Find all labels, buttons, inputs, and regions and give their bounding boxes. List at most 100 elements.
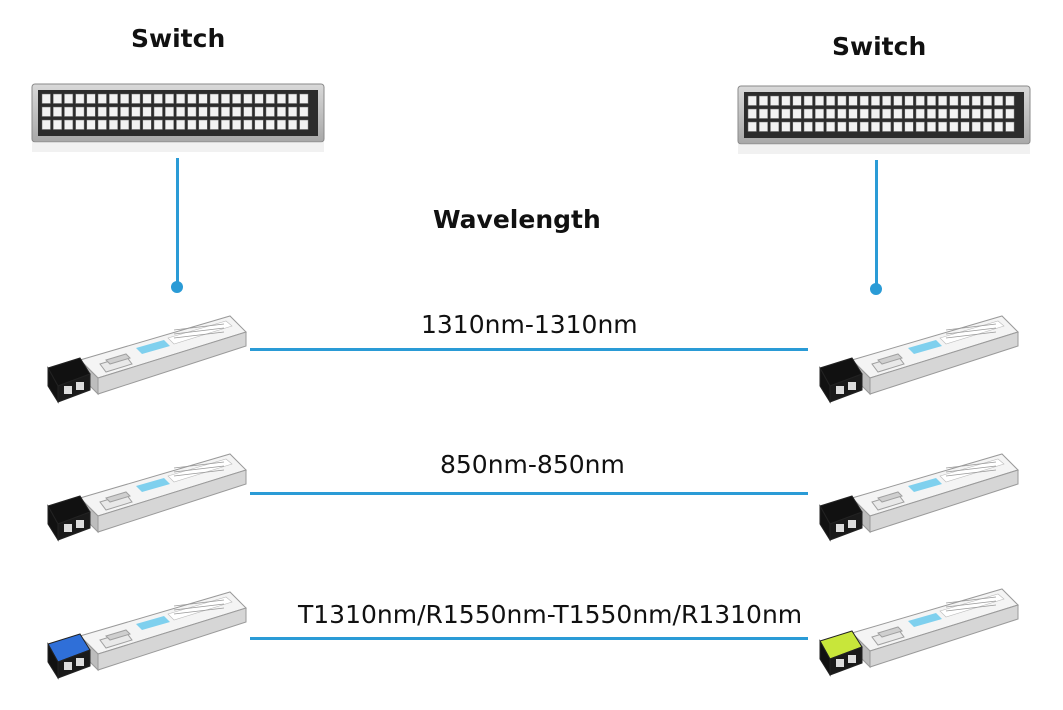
switch-port: [994, 121, 1004, 132]
switch-port: [254, 119, 264, 130]
switch-port: [971, 95, 981, 106]
fiber-link-850: [250, 492, 808, 495]
switch-port: [770, 121, 780, 132]
switch-port: [792, 108, 802, 119]
sfp-module-left-850: [47, 453, 247, 542]
switch-port: [982, 95, 992, 106]
switch-port: [949, 121, 959, 132]
switch-port: [108, 93, 118, 104]
switch-port: [41, 106, 51, 117]
switch-port: [243, 93, 253, 104]
sfp-module-right-bidi: [819, 588, 1019, 677]
switch-port: [837, 108, 847, 119]
switch-port: [164, 93, 174, 104]
fiber-link-bidi: [250, 637, 808, 640]
switch-port: [848, 95, 858, 106]
switch-port: [870, 108, 880, 119]
switch-port: [120, 119, 130, 130]
switch-port: [882, 108, 892, 119]
switch-port: [792, 121, 802, 132]
switch-port: [1005, 121, 1015, 132]
switch-port: [164, 119, 174, 130]
sfp-body: [79, 453, 247, 534]
switch-port: [198, 93, 208, 104]
sfp-module-left-1310: [47, 315, 247, 404]
switch-port: [837, 121, 847, 132]
switch-port: [232, 119, 242, 130]
switch-port: [232, 106, 242, 117]
switch-port: [131, 93, 141, 104]
switch-port: [747, 108, 757, 119]
switch-port: [870, 95, 880, 106]
switch-port: [938, 121, 948, 132]
switch-port: [187, 106, 197, 117]
sfp-latch: [47, 495, 91, 542]
switch-port: [288, 119, 298, 130]
switch-port: [904, 108, 914, 119]
switch-port: [209, 119, 219, 130]
switch-port: [265, 106, 275, 117]
switch-port: [108, 106, 118, 117]
switch-port: [926, 95, 936, 106]
switch-port: [120, 106, 130, 117]
switch-port: [276, 119, 286, 130]
sfp-body: [79, 591, 247, 672]
switch-port: [926, 121, 936, 132]
switch-port: [52, 93, 62, 104]
switch-port: [949, 95, 959, 106]
switch-port: [209, 106, 219, 117]
switch-port: [243, 106, 253, 117]
switch-port: [781, 121, 791, 132]
switch-port: [176, 106, 186, 117]
switch-port: [848, 121, 858, 132]
fiber-link-1310: [250, 348, 808, 351]
switch-port: [971, 121, 981, 132]
switch-port: [893, 95, 903, 106]
switch-port: [915, 121, 925, 132]
switch-port: [770, 108, 780, 119]
switch-port: [41, 93, 51, 104]
switch-port: [893, 108, 903, 119]
switch-right: [737, 85, 1031, 154]
sfp-latch: [819, 495, 863, 542]
switch-port: [120, 93, 130, 104]
switch-port: [803, 108, 813, 119]
switch-port: [288, 93, 298, 104]
switch-port: [209, 93, 219, 104]
switch-port: [803, 121, 813, 132]
switch-port: [41, 119, 51, 130]
switch-port: [826, 121, 836, 132]
switch-port: [758, 108, 768, 119]
switch-port: [299, 106, 309, 117]
switch-port: [97, 106, 107, 117]
switch-port: [882, 121, 892, 132]
switch-port: [971, 108, 981, 119]
switch-port: [64, 119, 74, 130]
switch-port: [960, 95, 970, 106]
switch-port: [64, 106, 74, 117]
switch-port: [814, 108, 824, 119]
wavelength-heading: Wavelength: [433, 205, 601, 234]
switch-port: [164, 106, 174, 117]
switch-port: [220, 119, 230, 130]
switch-port: [131, 119, 141, 130]
switch-port: [781, 108, 791, 119]
switch-port: [52, 106, 62, 117]
uplink-dot-right: [870, 283, 882, 295]
sfp-module-right-850: [819, 453, 1019, 542]
switch-port: [108, 119, 118, 130]
switch-port: [97, 93, 107, 104]
switch-port: [994, 95, 1004, 106]
switch-port: [814, 121, 824, 132]
switch-port: [254, 106, 264, 117]
uplink-cable-right: [875, 160, 878, 288]
switch-port: [982, 108, 992, 119]
uplink-cable-left: [176, 158, 179, 286]
switch-port: [882, 95, 892, 106]
switch-port: [198, 106, 208, 117]
switch-port: [1005, 95, 1015, 106]
switch-port: [288, 106, 298, 117]
switch-port: [142, 106, 152, 117]
switch-port: [893, 121, 903, 132]
switch-port: [176, 119, 186, 130]
